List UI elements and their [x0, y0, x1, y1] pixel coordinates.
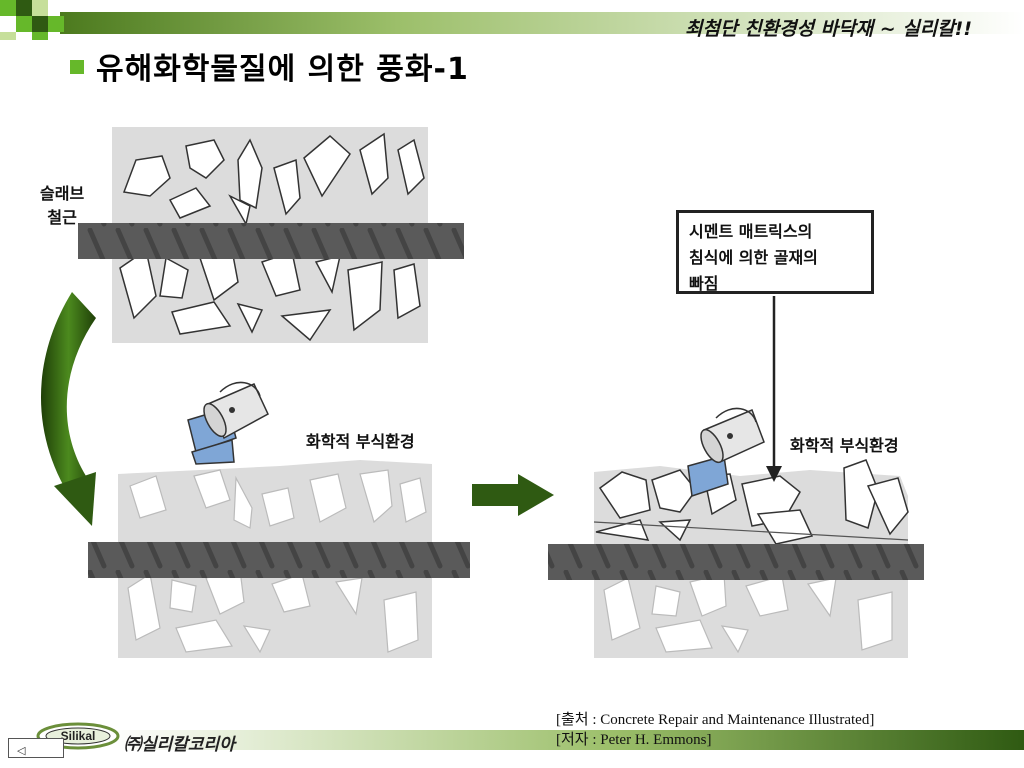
footer-decoration	[110, 730, 1024, 750]
slab-rebar-label: 슬래브 철근	[40, 182, 84, 230]
author-line: [저자 : Peter H. Emmons]	[556, 732, 712, 748]
logo-text: Silikal	[61, 729, 96, 743]
right-bucket-icon	[687, 407, 765, 497]
callout-arrow	[766, 296, 782, 482]
source-line: [출처 : Concrete Repair and Maintenance Il…	[556, 712, 875, 728]
rebar-label: 철근	[47, 208, 77, 227]
bottom-right-concrete-slab	[548, 459, 924, 658]
left-bucket-icon	[187, 381, 269, 465]
callout-text: 시멘트 매트릭스의 침식에 의한 골재의 빠짐	[689, 222, 818, 293]
header-decoration	[0, 0, 1024, 40]
slide-nav-button[interactable]: ◁	[8, 738, 64, 758]
env-label-right: 화학적 부식환경	[790, 436, 899, 455]
right-arrow	[472, 474, 554, 516]
company-name: ㈜실리칼코리아	[124, 735, 235, 755]
page-title: 유해화학물질에 의한 풍화-1	[96, 52, 469, 87]
curved-arrow-down	[40, 292, 96, 526]
bottom-left-concrete-slab	[88, 460, 470, 658]
header-tagline: 최첨단 친환경성 바닥재 ~ 실리칼!!	[685, 18, 972, 40]
nav-back-icon: ◁	[17, 744, 26, 757]
slab-label: 슬래브	[40, 184, 85, 203]
callout-box: 시멘트 매트릭스의 침식에 의한 골재의 빠짐	[676, 210, 874, 294]
top-concrete-slab	[78, 127, 464, 343]
title-bullet	[70, 60, 84, 74]
source-citation: [출처 : Concrete Repair and Maintenance Il…	[556, 710, 874, 750]
env-label-left: 화학적 부식환경	[306, 432, 415, 451]
